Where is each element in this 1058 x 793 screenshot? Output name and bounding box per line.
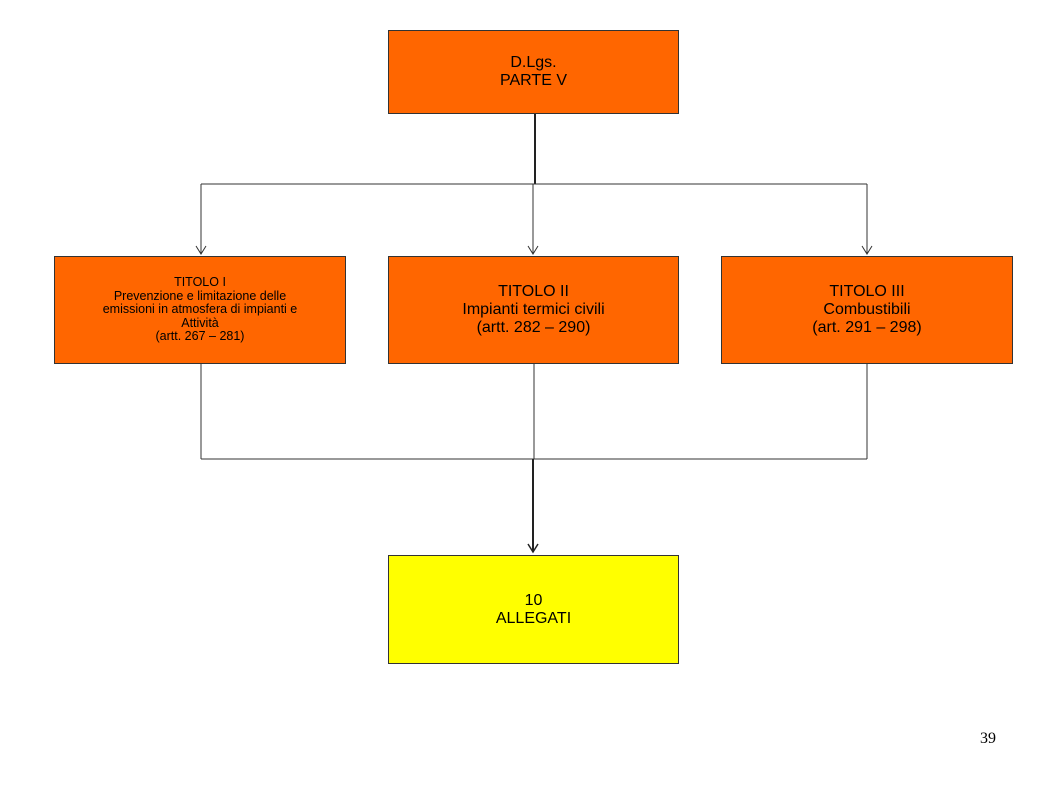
allegati-line: ALLEGATI [495, 609, 572, 627]
titolo-2-box: TITOLO II Impianti termici civili (artt.… [388, 256, 679, 364]
allegati-box: 10 ALLEGATI [388, 555, 679, 664]
titolo-1-line: emissioni in atmosfera di impianti e [102, 302, 298, 317]
titolo-1-line: Attività [181, 315, 219, 330]
page-number: 39 [980, 730, 996, 747]
titolo-1-line: TITOLO I [174, 275, 226, 290]
allegati-line: 10 [524, 591, 543, 609]
titolo-3-box: TITOLO III Combustibili (art. 291 – 298) [721, 256, 1013, 364]
root-box-dlgs-parte-v: D.Lgs. PARTE V [388, 30, 679, 114]
titolo-2-line: TITOLO II [498, 283, 569, 300]
titolo-1-box: TITOLO I Prevenzione e limitazione delle… [54, 256, 346, 364]
titolo-3-line: Combustibili [823, 301, 911, 318]
root-line: PARTE V [500, 72, 567, 89]
titolo-3-line: (art. 291 – 298) [812, 319, 922, 336]
titolo-1-line: Prevenzione e limitazione delle [113, 288, 287, 303]
titolo-3-line: TITOLO III [829, 283, 905, 300]
titolo-2-line: (artt. 282 – 290) [476, 319, 591, 336]
root-line: D.Lgs. [510, 54, 557, 71]
titolo-2-line: Impianti termici civili [462, 301, 605, 318]
titolo-1-line: (artt. 267 – 281) [155, 329, 245, 344]
